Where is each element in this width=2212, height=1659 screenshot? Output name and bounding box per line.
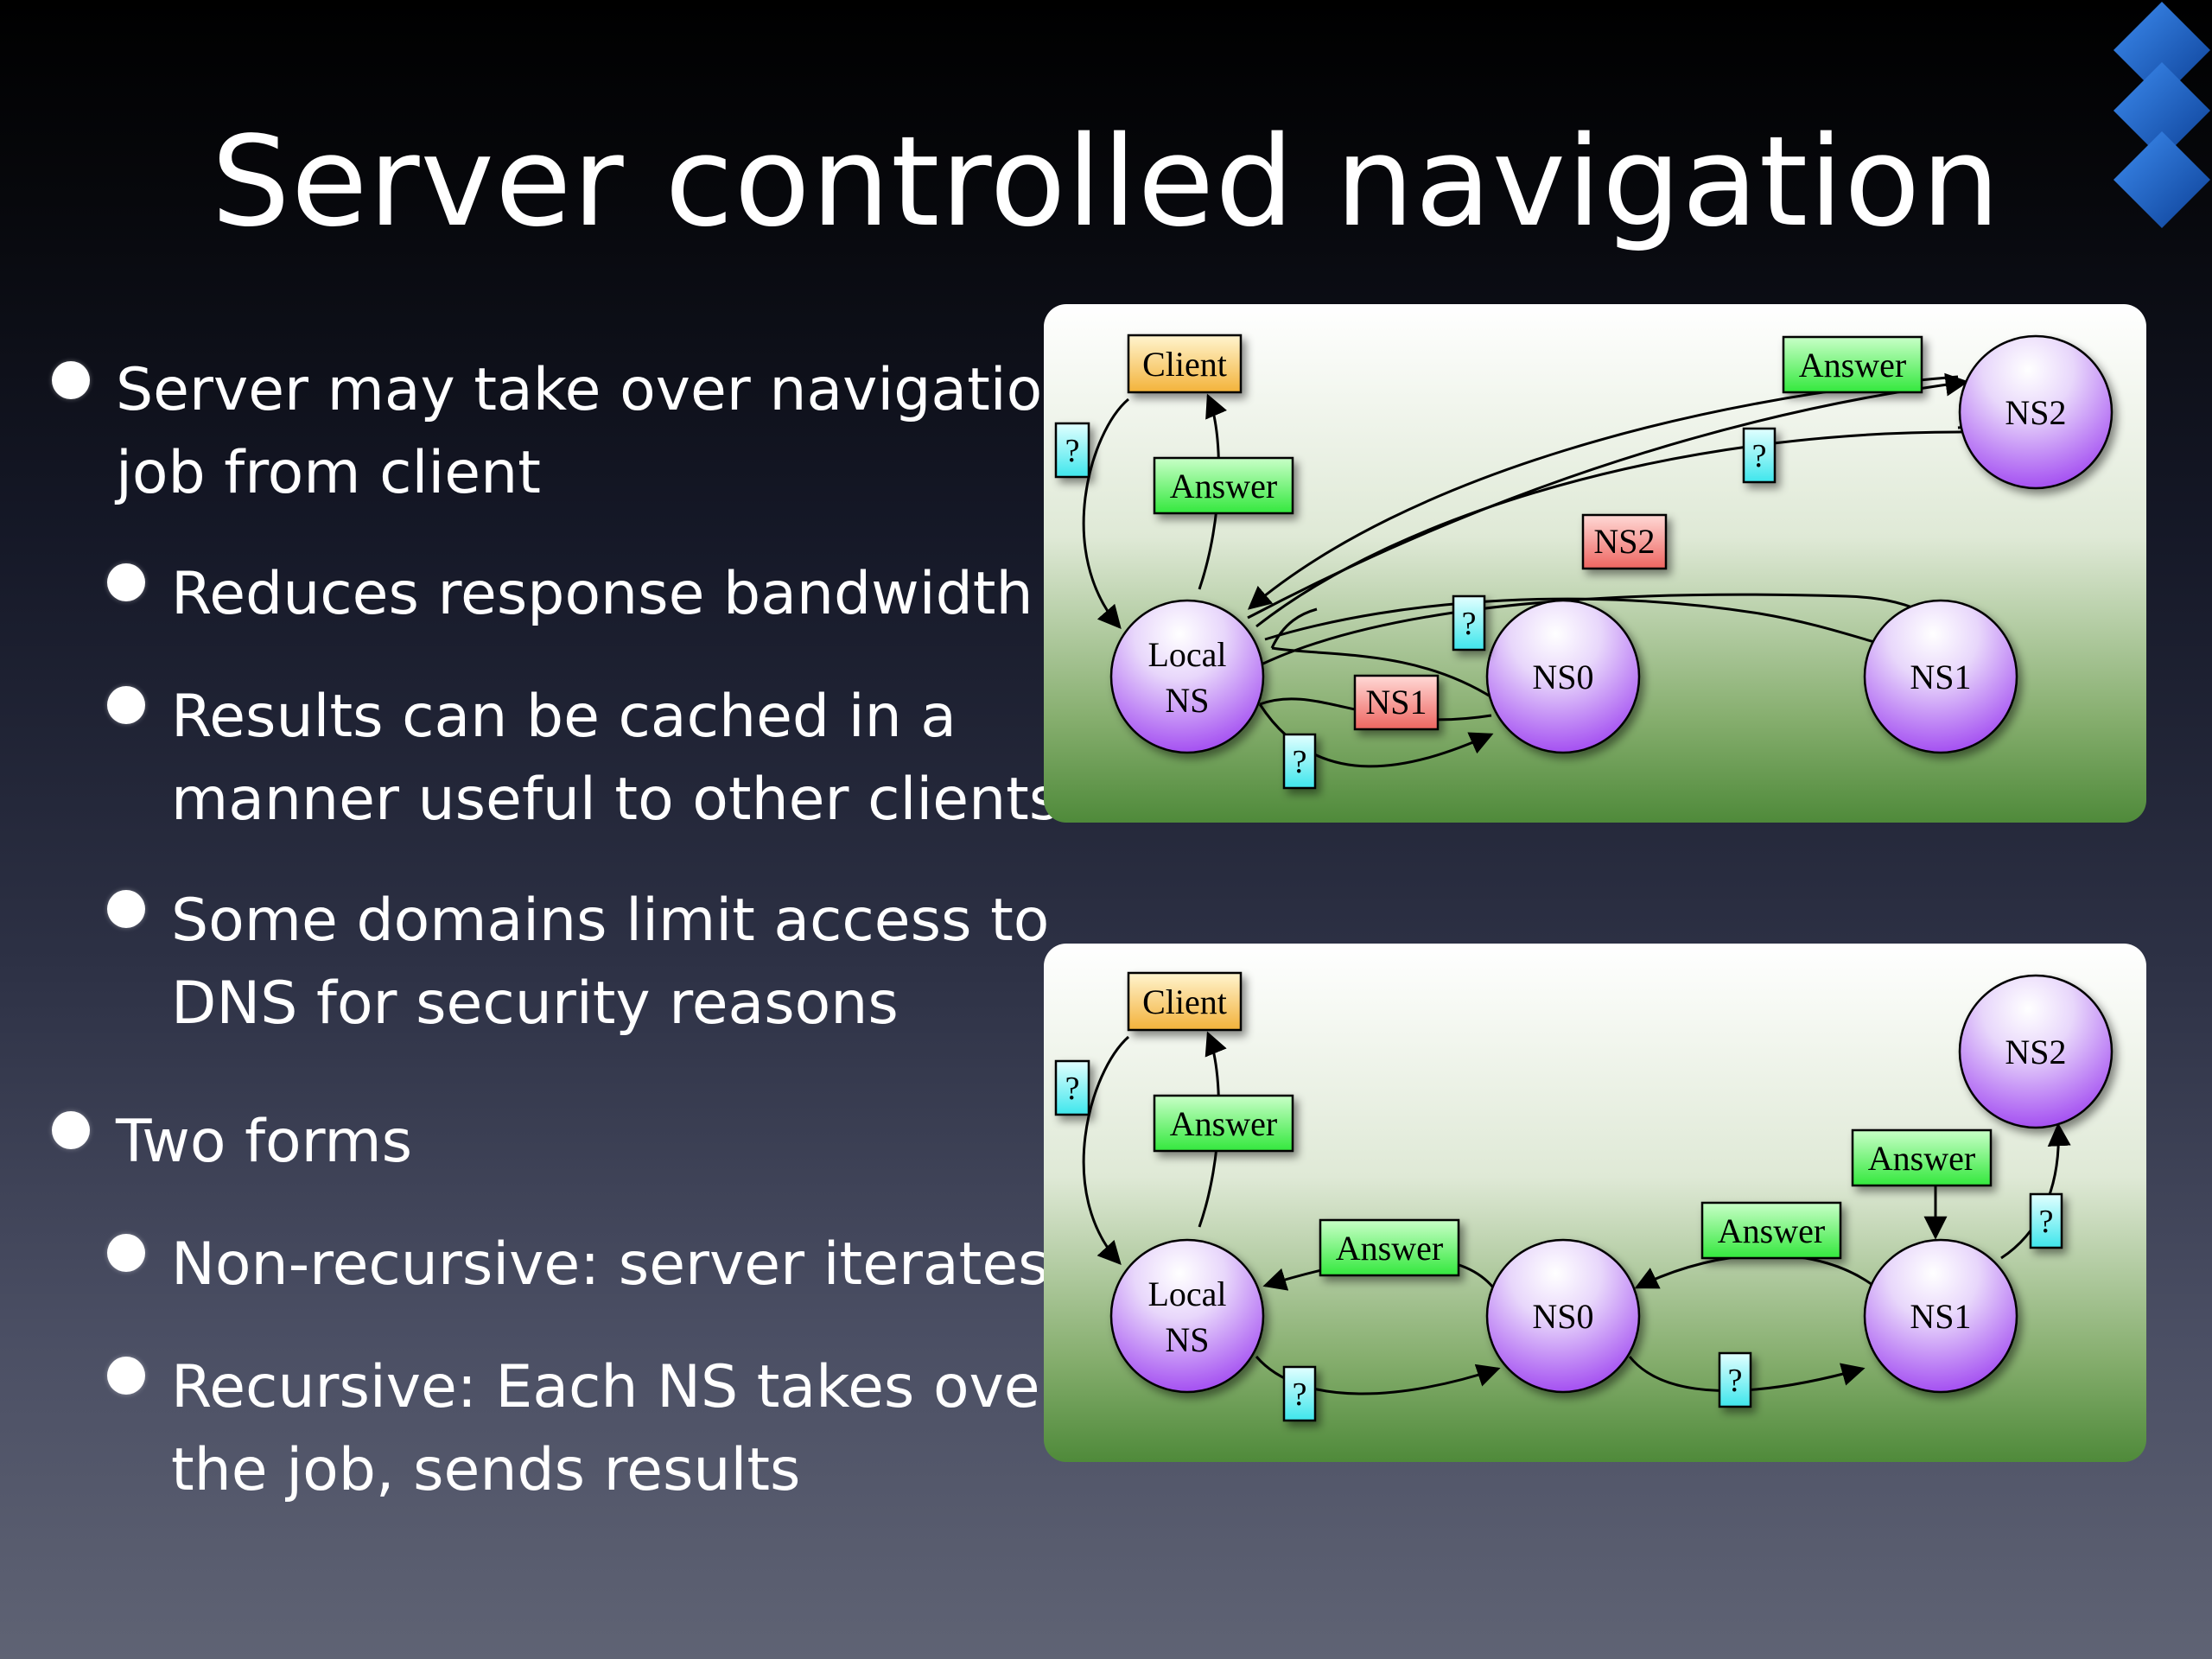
bullet-dot <box>107 1357 145 1395</box>
client-answer-label: Answer <box>1170 467 1277 505</box>
ns0-query-tag <box>1282 733 1317 790</box>
ns2-label: NS2 <box>2005 393 2066 432</box>
ns2-node <box>1958 334 2113 490</box>
local-ns-node <box>1109 599 1265 754</box>
ns1-query-tag <box>1452 594 1486 652</box>
bullet-7-line-2: the job, sends results <box>171 1436 801 1504</box>
ns2-referral-label: NS2 <box>1593 522 1655 561</box>
bullet-6-line-1: Non-recursive: server iterates <box>171 1230 1049 1299</box>
local-ns-label-line-1: Local <box>1147 635 1226 674</box>
ns0-answer-tag <box>1319 1218 1460 1277</box>
client-tag-label: Client <box>1142 345 1227 384</box>
recursive-diagram: Local NS NS0 NS1 NS2 Client ? Answer ? A… <box>1042 942 2148 1464</box>
client-tag <box>1127 334 1243 394</box>
local-ns-label-line-2: NS <box>1165 681 1209 720</box>
ns2-answer-tag <box>1851 1128 1993 1187</box>
bullet-2-line-1: Reduces response bandwidth <box>171 560 1033 628</box>
ns1-node <box>1863 1238 2018 1394</box>
ns0-query-tag <box>1282 1365 1317 1422</box>
ns2-answer-label: Answer <box>1868 1139 1975 1178</box>
ns2-query-tag <box>2029 1192 2063 1249</box>
bullet-dot <box>107 890 145 928</box>
ns1-node <box>1863 599 2018 754</box>
ns2-node <box>1958 974 2113 1129</box>
blue-diamonds-icon <box>2113 2 2210 228</box>
bullet-7-line-1: Recursive: Each NS takes over <box>171 1353 1065 1421</box>
ns1-referral-label: NS1 <box>1365 683 1427 721</box>
ns0-label: NS0 <box>1532 658 1593 696</box>
local-ns-node <box>1109 1238 1265 1394</box>
client-query-tag <box>1054 422 1090 479</box>
bullet-dot <box>107 686 145 724</box>
client-answer-label: Answer <box>1170 1104 1277 1143</box>
bullet-dot <box>52 361 90 399</box>
ns2-answer-tag <box>1782 335 1923 394</box>
bullet-dot <box>52 1111 90 1149</box>
ns0-node <box>1485 1238 1641 1394</box>
ns2-answer-label: Answer <box>1799 346 1906 385</box>
ns2-query-label: ? <box>2039 1204 2054 1240</box>
bullet-1-line-1: Server may take over navigation <box>116 356 1080 424</box>
ns1-label: NS1 <box>1910 1297 1971 1336</box>
ns1-answer-tag <box>1700 1201 1842 1260</box>
ns1-label: NS1 <box>1910 658 1971 696</box>
ns1-query-label: ? <box>1728 1363 1743 1399</box>
local-ns-label-line-1: Local <box>1147 1274 1226 1313</box>
bullet-5-line-1: Two forms <box>116 1108 413 1176</box>
ns1-referral-tag <box>1353 674 1440 731</box>
ns2-query-label: ? <box>1752 438 1767 474</box>
client-tag <box>1127 971 1243 1032</box>
bullet-4-line-1: Some domains limit access to <box>171 887 1050 955</box>
ns2-query-tag <box>1742 427 1777 484</box>
ns2-referral-tag <box>1581 513 1668 570</box>
client-query-label: ? <box>1065 1071 1080 1107</box>
bullet-1-line-2: job from client <box>116 439 541 507</box>
ns2-label: NS2 <box>2005 1033 2066 1071</box>
ns1-answer-label: Answer <box>1718 1211 1825 1250</box>
ns0-query-label: ? <box>1293 744 1307 780</box>
bullet-4-line-2: DNS for security reasons <box>171 969 899 1038</box>
slide-title: Server controlled navigation <box>211 109 2001 254</box>
ns0-query-label: ? <box>1293 1376 1307 1413</box>
client-query-label: ? <box>1065 433 1080 469</box>
ns0-label: NS0 <box>1532 1297 1593 1336</box>
ns1-query-tag <box>1718 1351 1752 1408</box>
client-answer-tag <box>1153 456 1294 515</box>
bullet-3-line-1: Results can be cached in a <box>171 683 957 751</box>
ns0-node <box>1485 599 1641 754</box>
client-tag-label: Client <box>1142 982 1227 1021</box>
non-recursive-diagram: Local NS NS0 NS1 NS2 Client ? Answer ? N… <box>1042 302 2148 824</box>
bullet-3-line-2: manner useful to other clients <box>171 766 1060 834</box>
bullet-dot <box>107 1234 145 1272</box>
ns1-query-label: ? <box>1462 606 1477 642</box>
bullet-dot <box>107 563 145 601</box>
client-answer-tag <box>1153 1094 1294 1153</box>
client-query-tag <box>1054 1059 1090 1116</box>
ns0-answer-label: Answer <box>1336 1229 1443 1268</box>
local-ns-label-line-2: NS <box>1165 1320 1209 1359</box>
